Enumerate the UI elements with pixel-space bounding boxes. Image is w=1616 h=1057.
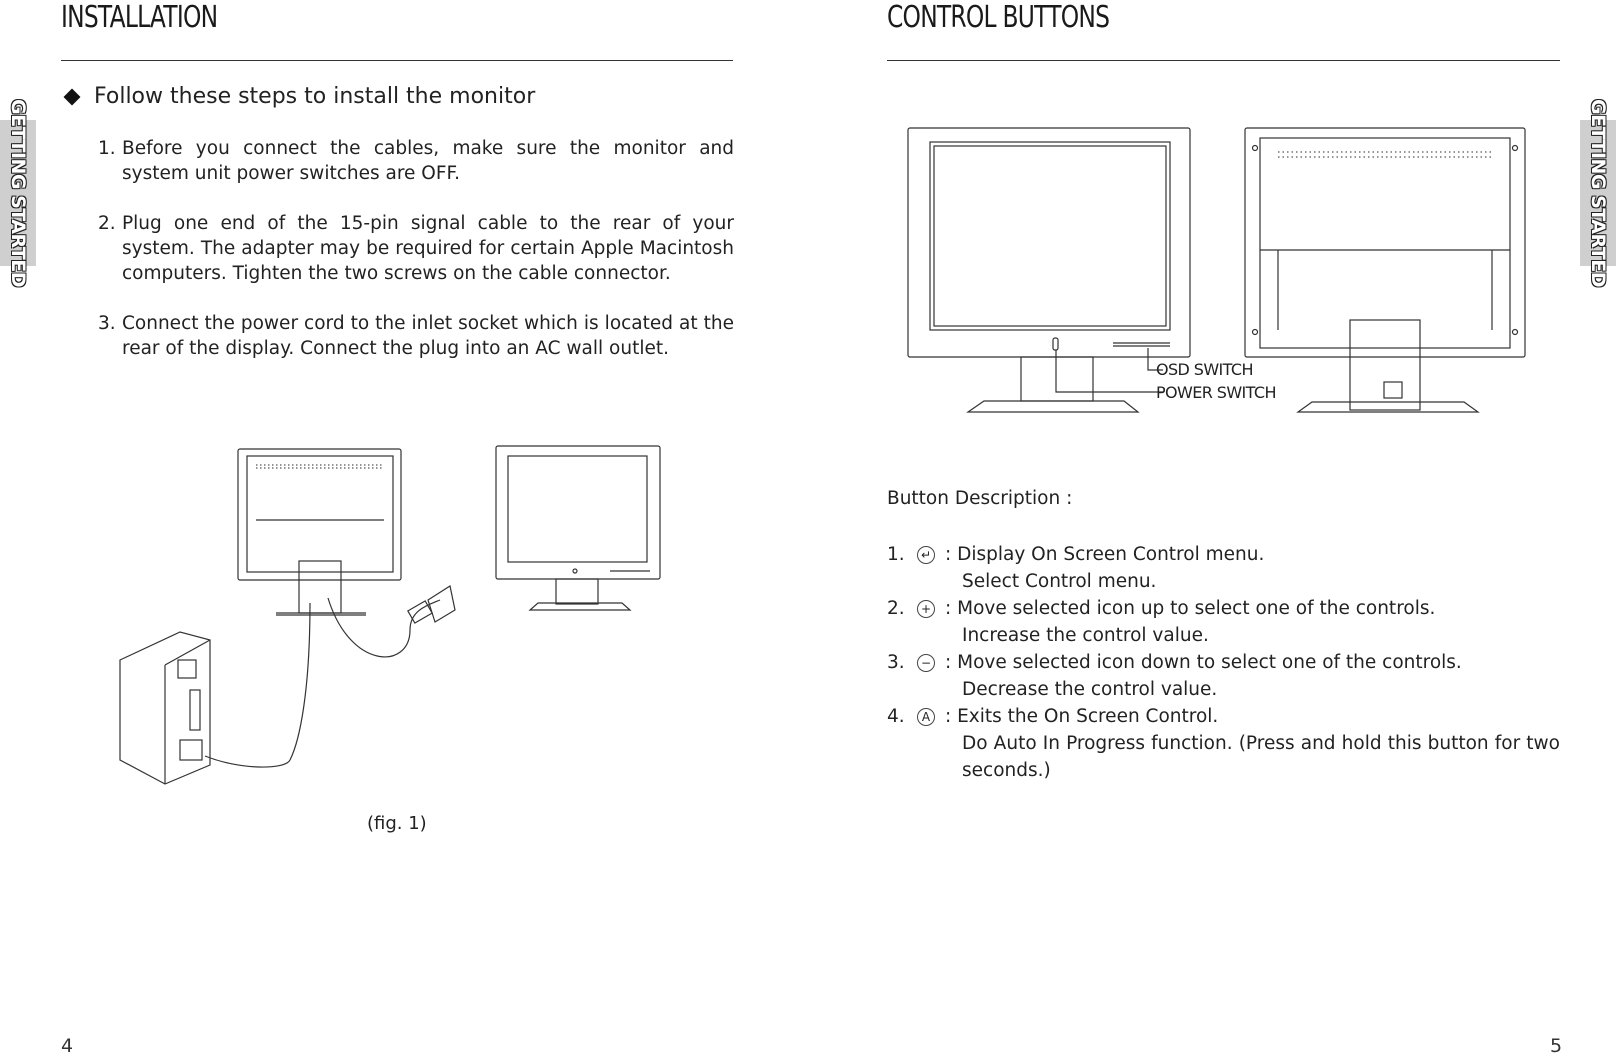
item-text: : Exits the On Screen Control. [945, 706, 1219, 727]
item-number: 1. [887, 544, 905, 565]
control-buttons-diagram [907, 127, 1526, 413]
list-item: 3. Connect the power cord to the inlet s… [98, 311, 734, 361]
item-number: 2. [887, 598, 905, 619]
list-item: 1. Before you connect the cables, make s… [98, 136, 734, 186]
list-item: 4. A : Exits the On Screen Control. Do A… [887, 703, 1560, 784]
diamond-bullet-icon [63, 88, 81, 105]
list-item: 3. − : Move selected icon down to select… [887, 649, 1560, 703]
enter-button-icon: ↵ [917, 545, 935, 564]
page-number: 4 [61, 1035, 74, 1057]
item-number: 3. [887, 652, 905, 673]
button-description-list: 1. ↵ : Display On Screen Control menu. S… [887, 541, 1560, 784]
item-subtext: Decrease the control value. [962, 679, 1218, 700]
list-item: 2. + : Move selected icon up to select o… [887, 595, 1560, 649]
minus-button-icon: − [917, 653, 935, 672]
step-number: 3. [98, 313, 116, 334]
button-description-title: Button Description : [887, 488, 1073, 509]
title-rule [887, 60, 1560, 61]
power-switch-label: POWER SWITCH [1156, 383, 1277, 402]
item-number: 4. [887, 706, 905, 727]
step-number: 1. [98, 138, 116, 159]
list-item: 2. Plug one end of the 15-pin signal cab… [98, 211, 734, 286]
item-text: : Move selected icon down to select one … [945, 652, 1462, 673]
list-item: 1. ↵ : Display On Screen Control menu. S… [887, 541, 1560, 595]
side-tab: GETTING STARTED [0, 99, 36, 287]
step-text: Connect the power cord to the inlet sock… [122, 313, 734, 359]
page-right: CONTROL BUTTONS GETTING STARTED [808, 0, 1616, 1057]
side-tab-label: GETTING STARTED [7, 99, 29, 287]
step-text: Before you connect the cables, make sure… [122, 138, 734, 184]
side-tab: GETTING STARTED [1580, 99, 1616, 287]
item-text: : Display On Screen Control menu. [945, 544, 1265, 565]
item-subtext: Do Auto In Progress function. (Press and… [962, 733, 1560, 781]
side-tab-label: GETTING STARTED [1587, 99, 1609, 287]
page-left: INSTALLATION GETTING STARTED Follow thes… [0, 0, 808, 1057]
item-text: : Move selected icon up to select one of… [945, 598, 1436, 619]
page-title: CONTROL BUTTONS [887, 0, 1110, 35]
step-text: Plug one end of the 15-pin signal cable … [122, 213, 734, 284]
auto-button-icon: A [917, 707, 935, 726]
item-subtext: Increase the control value. [962, 625, 1209, 646]
page-title: INSTALLATION [61, 0, 218, 35]
page-number: 5 [1550, 1035, 1563, 1057]
osd-switch-label: OSD SWITCH [1156, 360, 1254, 379]
plus-button-icon: + [917, 599, 935, 618]
installation-illustration [119, 445, 661, 785]
figure-caption: (fig. 1) [367, 813, 427, 834]
section-heading-text: Follow these steps to install the monito… [94, 84, 536, 109]
step-number: 2. [98, 213, 116, 234]
section-heading: Follow these steps to install the monito… [62, 84, 535, 109]
title-rule [61, 60, 733, 61]
install-steps: 1. Before you connect the cables, make s… [98, 136, 734, 386]
item-subtext: Select Control menu. [962, 571, 1157, 592]
